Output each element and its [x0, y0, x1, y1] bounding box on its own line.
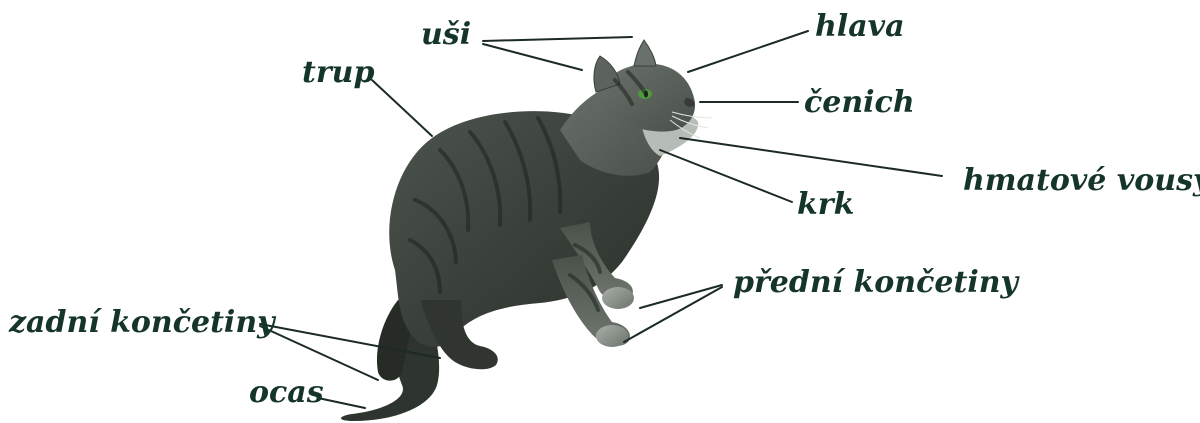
cat-front-paw-upper	[602, 287, 634, 309]
label-usi: uši	[421, 17, 471, 52]
leader-predni-koncetiny-2	[624, 287, 722, 342]
label-trup: trup	[302, 55, 374, 90]
leader-hmatove-vousy	[680, 138, 942, 176]
leader-krk	[660, 150, 792, 202]
leader-predni-koncetiny-1	[640, 285, 722, 308]
leader-hlava	[688, 31, 808, 72]
leader-trup	[372, 80, 432, 136]
cat-illustration	[341, 40, 712, 421]
leader-usi-2	[483, 44, 582, 70]
label-cenich: čenich	[804, 85, 915, 120]
label-zadni-koncetiny: zadní končetiny	[8, 305, 277, 340]
cat-front-paw-lower	[596, 325, 628, 347]
label-krk: krk	[797, 187, 854, 222]
label-ocas: ocas	[249, 375, 324, 410]
label-predni-koncetiny: přední končetiny	[733, 265, 1021, 300]
label-hmatove-vousy: hmatové vousy	[963, 163, 1200, 198]
leader-ocas	[318, 398, 365, 408]
label-hlava: hlava	[815, 9, 905, 44]
leader-zadni-koncetiny-2	[260, 326, 378, 380]
leader-usi-1	[483, 37, 632, 41]
cat-ear-right	[634, 40, 656, 66]
